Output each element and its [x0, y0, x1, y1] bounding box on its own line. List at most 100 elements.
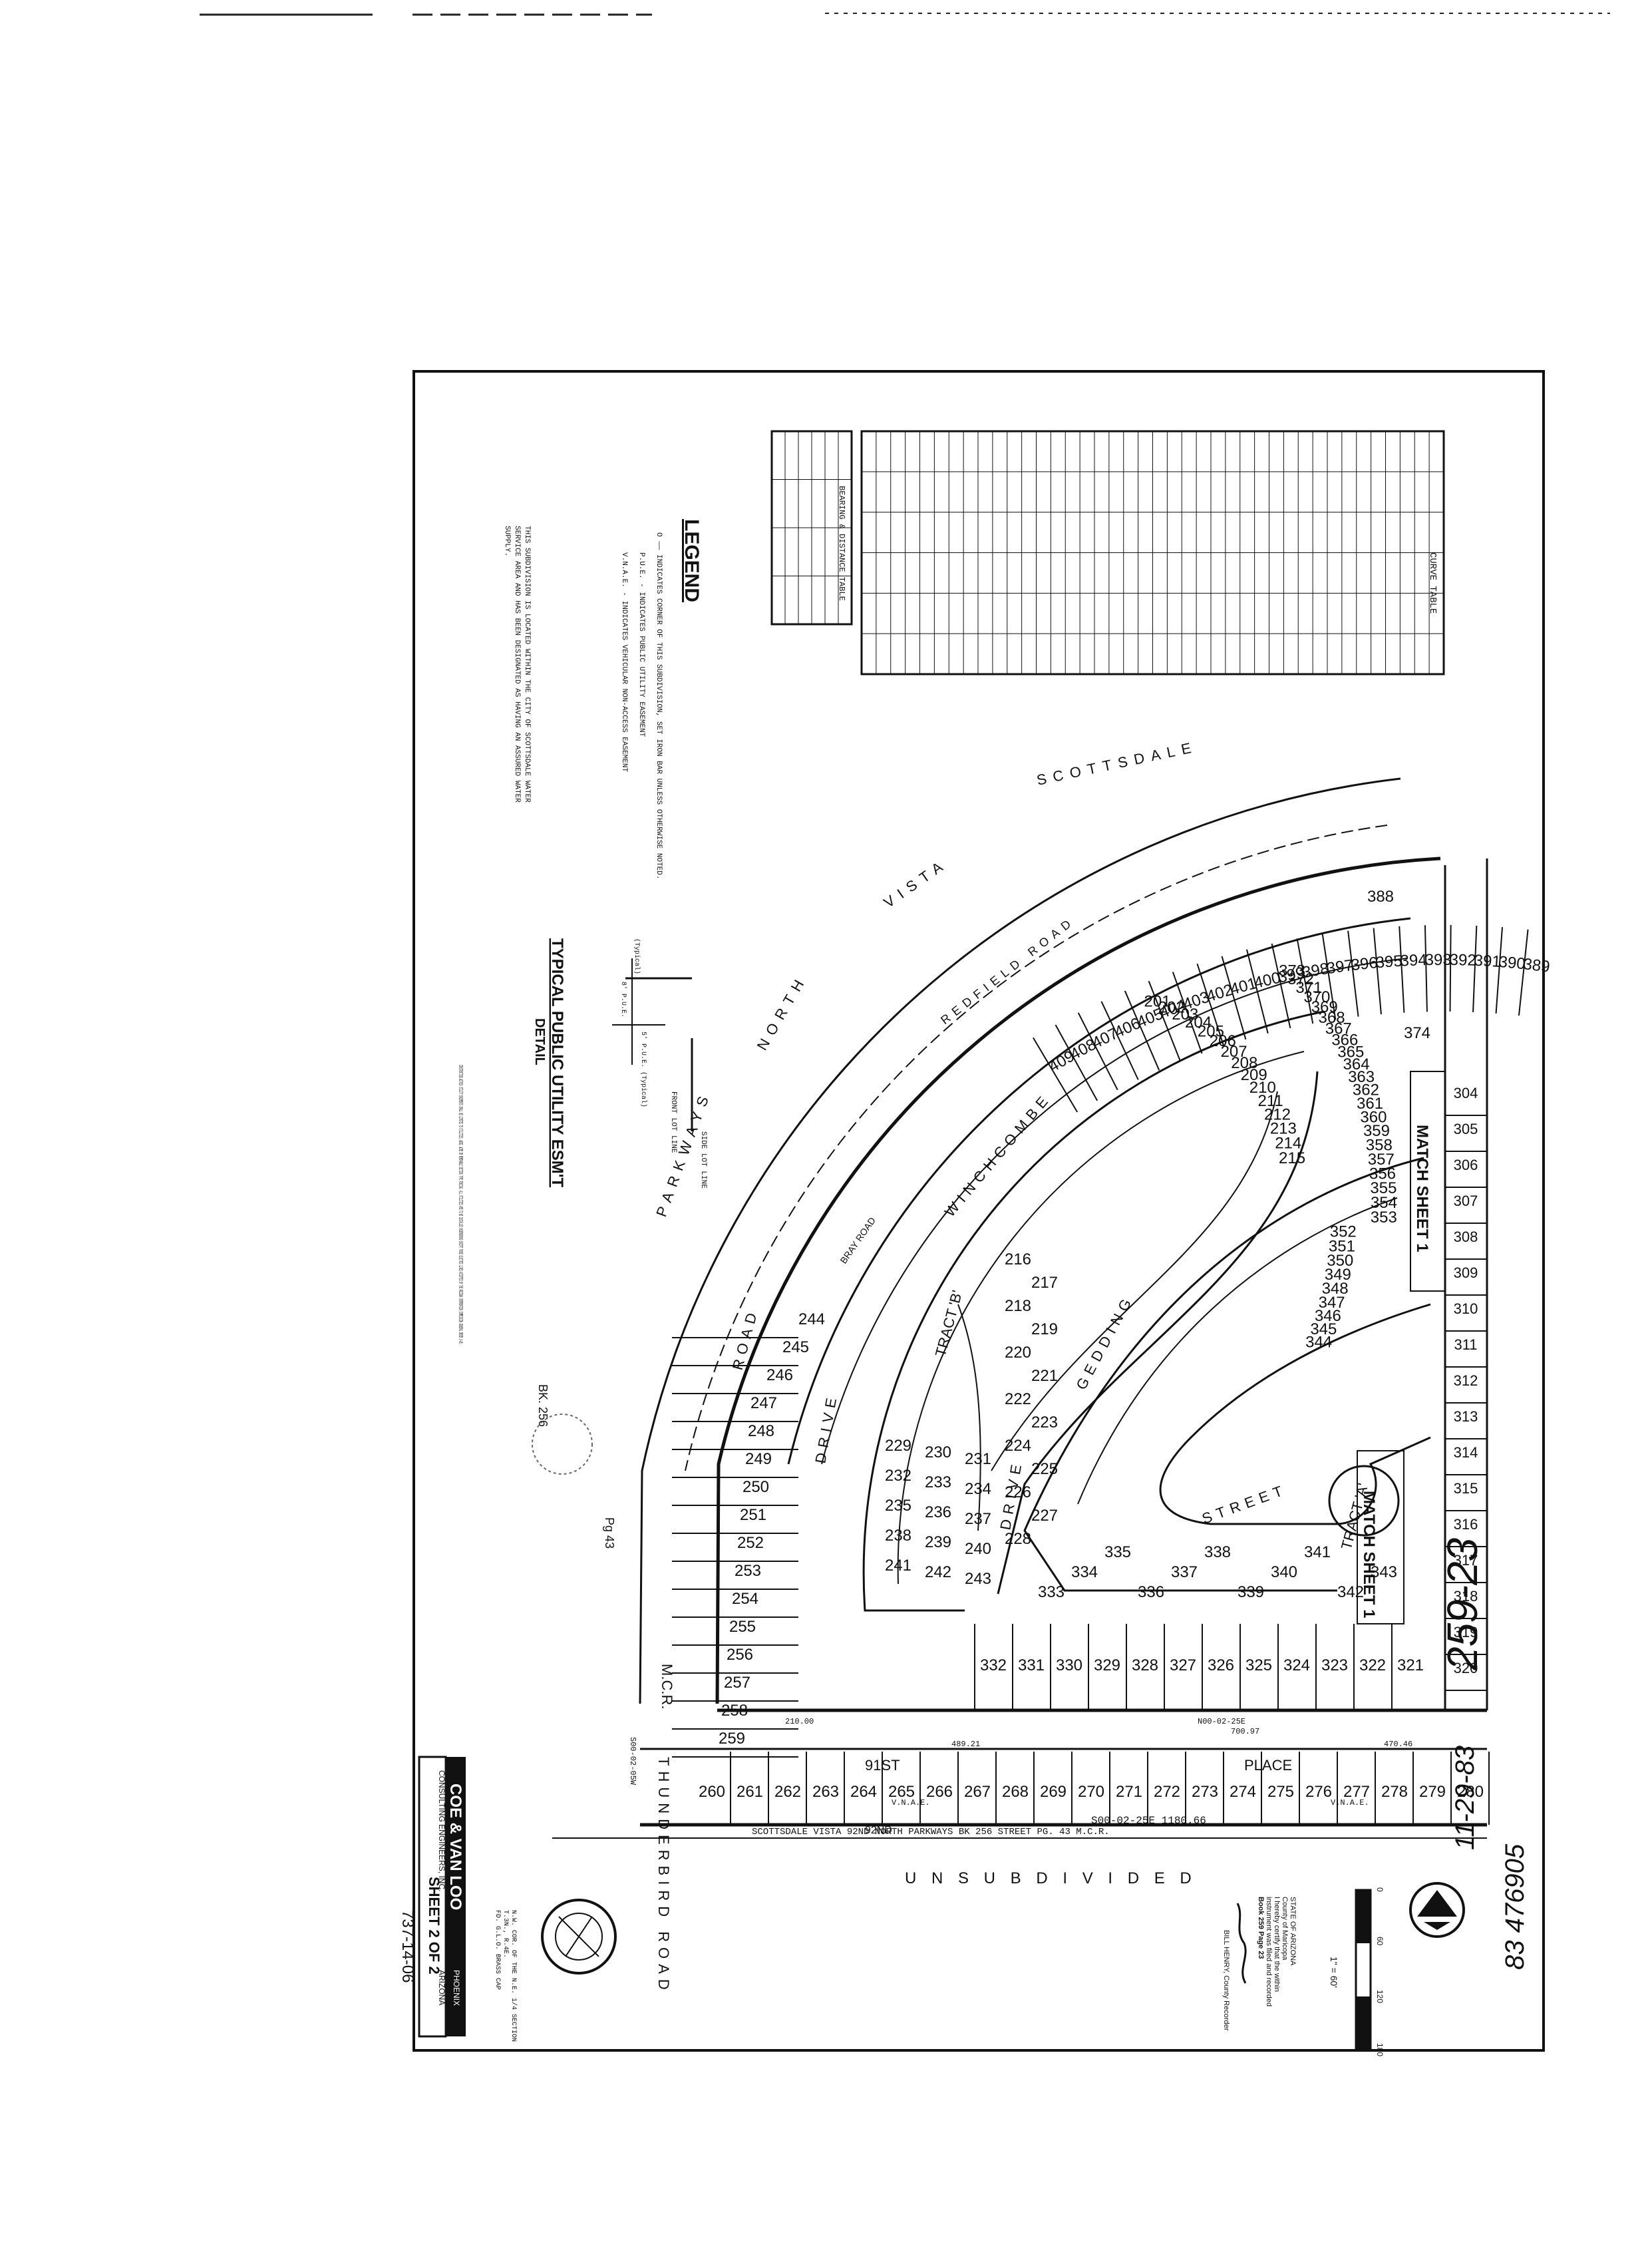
lot-number: 365	[1337, 1043, 1364, 1061]
street-vista: VISTA	[881, 854, 951, 911]
lot-number: 395	[1375, 952, 1403, 972]
lot-number: 263	[812, 1783, 839, 1801]
lot-line	[1148, 980, 1182, 1062]
street-road-left: ROAD	[729, 1306, 762, 1372]
lot-number: 210	[1249, 1079, 1276, 1097]
lot-number: 260	[699, 1783, 725, 1801]
lot-number: 360	[1360, 1108, 1387, 1126]
recorder-l4: instrument was filed and recorded	[1265, 1897, 1273, 2006]
lot-number: 304	[1454, 1085, 1478, 1101]
lot-number: 204	[1185, 1014, 1212, 1032]
lot-number: 362	[1353, 1081, 1379, 1099]
lot-labels: 3043053063073083093103113123133143153163…	[699, 888, 1551, 1801]
recorder-l5: Book 259 Page 23	[1257, 1897, 1265, 1959]
lot-number: 253	[735, 1562, 761, 1580]
distance-2: 489.21	[951, 1740, 980, 1749]
recorder-l3: I hereby certify that the within	[1273, 1897, 1281, 1992]
bearing-bottom: S00-02-25E 1180.66	[1091, 1815, 1206, 1827]
lot-number: 229	[885, 1437, 911, 1455]
lot-number: 271	[1116, 1783, 1142, 1801]
lot-line	[1399, 926, 1405, 1013]
lot-number: 208	[1231, 1054, 1257, 1072]
street-drive-left: DRIVE	[812, 1392, 840, 1465]
street-redfield: REDFIELD ROAD	[938, 914, 1077, 1027]
lot-number: 357	[1368, 1151, 1395, 1169]
lot-number: 254	[732, 1590, 758, 1608]
lot-number: 337	[1171, 1563, 1198, 1581]
street-winchcombe: WINCHCOMBE	[941, 1089, 1055, 1220]
lot-number: 346	[1315, 1307, 1341, 1325]
lot-number: 372	[1287, 970, 1314, 988]
lot-number: 256	[727, 1646, 753, 1664]
lot-number: 336	[1138, 1583, 1164, 1601]
lot-number: 257	[724, 1674, 750, 1692]
engineer-seal	[541, 1899, 617, 1975]
lot-number: 227	[1031, 1507, 1058, 1525]
lot-number: 313	[1454, 1408, 1478, 1425]
lot-number: 350	[1327, 1252, 1353, 1270]
lot-number: 219	[1031, 1320, 1058, 1338]
lot-number: 275	[1267, 1783, 1294, 1801]
lot-number: 332	[980, 1656, 1007, 1674]
lot-number: 373	[1279, 962, 1305, 980]
corner-note-l3: FD. G.L.O. BRASS CAP	[494, 1910, 501, 1990]
scale-tick-120: 120	[1375, 1990, 1385, 2003]
lot-number: 246	[766, 1366, 793, 1384]
lot-line	[1347, 930, 1359, 1017]
pue-typical-5: 5' P.U.E. (Typical)	[639, 1032, 647, 1107]
scale-label: 1" = 60'	[1329, 1957, 1339, 1988]
lot-number: 315	[1454, 1480, 1478, 1497]
lot-number: 236	[925, 1503, 951, 1521]
lot-number: 339	[1238, 1583, 1264, 1601]
lot-number: 393	[1425, 951, 1452, 969]
lot-number: 363	[1348, 1068, 1375, 1086]
lot-number: 335	[1104, 1543, 1131, 1561]
lot-number: 228	[1005, 1530, 1031, 1548]
lot-number: 214	[1275, 1135, 1301, 1153]
lot-number: 215	[1279, 1149, 1305, 1167]
lot-number: 327	[1170, 1656, 1196, 1674]
street-thunderbird: THUNDERBIRD ROAD	[655, 1757, 672, 1995]
title-firm: COE & VAN LOO	[446, 1784, 464, 1910]
lot-number: 230	[925, 1443, 951, 1461]
lot-number: 205	[1198, 1022, 1224, 1040]
recorder-l6: BILL HENRY, County Recorder	[1222, 1930, 1230, 2031]
lot-number: 280	[1457, 1783, 1484, 1801]
legend-note-1: THIS SUBDIVISION IS LOCATED WITHIN THE C…	[523, 526, 531, 803]
lot-number: 308	[1454, 1228, 1478, 1245]
lot-number: 306	[1454, 1157, 1478, 1173]
lot-number: 276	[1305, 1783, 1332, 1801]
lot-line	[1172, 972, 1203, 1054]
street-bray: BRAY ROAD	[838, 1215, 878, 1266]
street-bottom-line: SCOTTSDALE VISTA 92ND NORTH PARKWAYS BK …	[752, 1827, 1110, 1837]
lot-line	[1245, 949, 1269, 1034]
lot-number: 391	[1474, 952, 1502, 971]
lot-number: 394	[1400, 951, 1427, 970]
lot-number: 237	[965, 1510, 991, 1528]
recorder-l2: County of Maricopa	[1281, 1897, 1289, 1961]
scale-tick-0: 0	[1375, 1887, 1385, 1892]
lot-number: 325	[1245, 1656, 1272, 1674]
lot-line	[1196, 963, 1225, 1047]
distance-3: 700.97	[1231, 1727, 1259, 1736]
lot-line	[1077, 1012, 1118, 1091]
lot-number: 326	[1208, 1656, 1234, 1674]
pue-detail: SIDE LOT LINE FRONT LOT LINE 5' P.U.E. (…	[457, 938, 707, 1344]
lot-number: 239	[925, 1533, 951, 1551]
lot-line	[1271, 943, 1291, 1029]
lot-number: 333	[1038, 1583, 1065, 1601]
lot-number: 374	[1404, 1024, 1430, 1042]
street-scottsdale: SCOTTSDALE	[1035, 738, 1200, 789]
unsubdivided-label: U N S U B D I V I D E D	[905, 1869, 1197, 1887]
lot-number: 347	[1319, 1294, 1345, 1312]
lot-number: 320	[1454, 1660, 1478, 1676]
street-92nd: 92ND	[865, 1825, 892, 1836]
scale-bar: 1" = 60' 0 60 120 180	[1329, 1887, 1385, 2056]
bearing-labels: N00-02-25E S00-02-25E 1180.66 S00-02-05W…	[628, 1717, 1412, 1827]
lot-number: 249	[745, 1450, 772, 1468]
legend-note-3: SUPPLY.	[503, 526, 511, 556]
street-north: NORTH	[754, 971, 811, 1053]
title-firm-sub: CONSULTING ENGINEERS, INC.	[437, 1770, 446, 1891]
lot-number: 218	[1005, 1297, 1031, 1315]
